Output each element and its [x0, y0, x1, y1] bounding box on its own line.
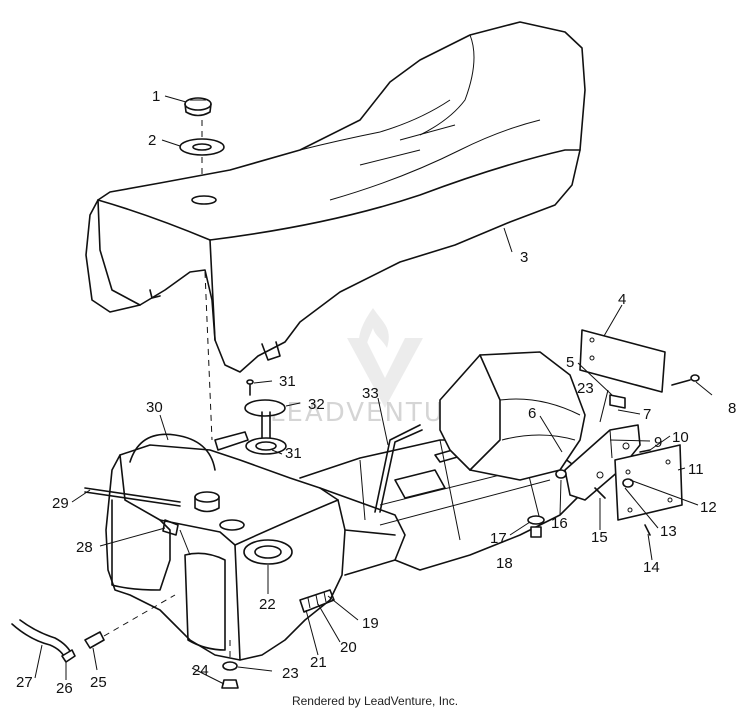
callout-26: 26 — [56, 680, 73, 697]
callout-29: 29 — [52, 495, 69, 512]
callout-10: 10 — [672, 429, 689, 446]
rear-cowl — [439, 351, 586, 481]
callout-9: 9 — [654, 434, 662, 451]
callout-23b: 23 — [282, 665, 299, 682]
callout-7: 7 — [643, 406, 651, 423]
callout-15: 15 — [591, 529, 608, 546]
callout-21: 21 — [310, 654, 327, 671]
fuel-tank — [84, 433, 346, 661]
cap-gasket — [179, 138, 225, 156]
tank-sender — [214, 379, 287, 455]
footer-credit: Rendered by LeadVenture, Inc. — [291, 694, 459, 708]
callout-14: 14 — [643, 559, 660, 576]
callout-12: 12 — [700, 499, 717, 516]
fuel-hose — [11, 594, 239, 689]
callout-31a: 31 — [279, 373, 296, 390]
callout-5: 5 — [566, 354, 574, 371]
leader-lines — [34, 95, 713, 685]
callout-31b: 31 — [285, 445, 302, 462]
callout-1: 1 — [152, 88, 160, 105]
callout-33: 33 — [362, 385, 379, 402]
callout-32: 32 — [308, 396, 325, 413]
callout-27: 27 — [16, 674, 33, 691]
callout-24: 24 — [192, 662, 209, 679]
callout-18: 18 — [496, 555, 513, 572]
callout-11: 11 — [688, 461, 704, 478]
callout-6: 6 — [528, 405, 536, 422]
callout-labels: 1 2 3 4 5 6 7 8 9 10 11 12 13 14 15 16 1… — [16, 88, 736, 697]
callout-22: 22 — [259, 596, 276, 613]
fuel-cap — [184, 97, 212, 117]
callout-17: 17 — [490, 530, 507, 547]
callout-19: 19 — [362, 615, 379, 632]
callout-23a: 23 — [577, 380, 594, 397]
seat — [85, 21, 586, 373]
license-plate-bracket — [527, 329, 700, 538]
watermark-logo-icon — [347, 308, 423, 408]
callout-8: 8 — [728, 400, 736, 417]
callout-20: 20 — [340, 639, 357, 656]
callout-30: 30 — [146, 399, 163, 416]
callout-4: 4 — [618, 291, 626, 308]
callout-3: 3 — [520, 249, 528, 266]
callout-28: 28 — [76, 539, 93, 556]
callout-25: 25 — [90, 674, 107, 691]
callout-16: 16 — [551, 515, 568, 532]
callout-2: 2 — [148, 132, 156, 149]
callout-13: 13 — [660, 523, 677, 540]
